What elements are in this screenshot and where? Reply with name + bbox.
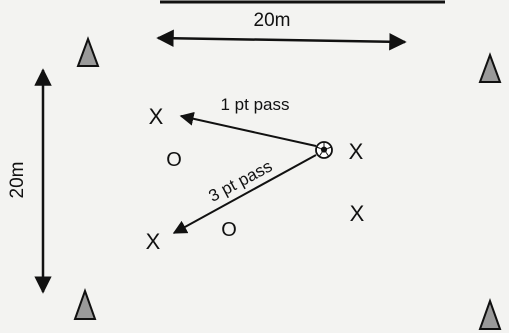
attacker-right: X	[350, 201, 365, 226]
soccer-ball-icon	[315, 141, 333, 159]
attacker-top: X	[149, 104, 164, 129]
cone-bottom-left	[73, 288, 97, 320]
defender-bottom: O	[221, 219, 237, 241]
distance-label-left: 20m	[7, 162, 28, 199]
pass-label-3pt: 3 pt pass	[205, 157, 275, 206]
pass-arrow-1pt	[179, 111, 317, 147]
attacker-bottom-left: X	[146, 229, 161, 254]
cone-top-left	[76, 36, 100, 67]
attacker-with-ball: X	[349, 139, 364, 164]
defender-middle: O	[166, 149, 182, 171]
pass-label-1pt: 1 pt pass	[221, 95, 290, 114]
distance-arrow-horizontal	[156, 29, 407, 51]
cone-bottom-right	[478, 298, 502, 330]
cone-top-right	[478, 52, 502, 83]
pass-arrow-3pt	[172, 154, 317, 234]
distance-label-top: 20m	[254, 10, 291, 31]
